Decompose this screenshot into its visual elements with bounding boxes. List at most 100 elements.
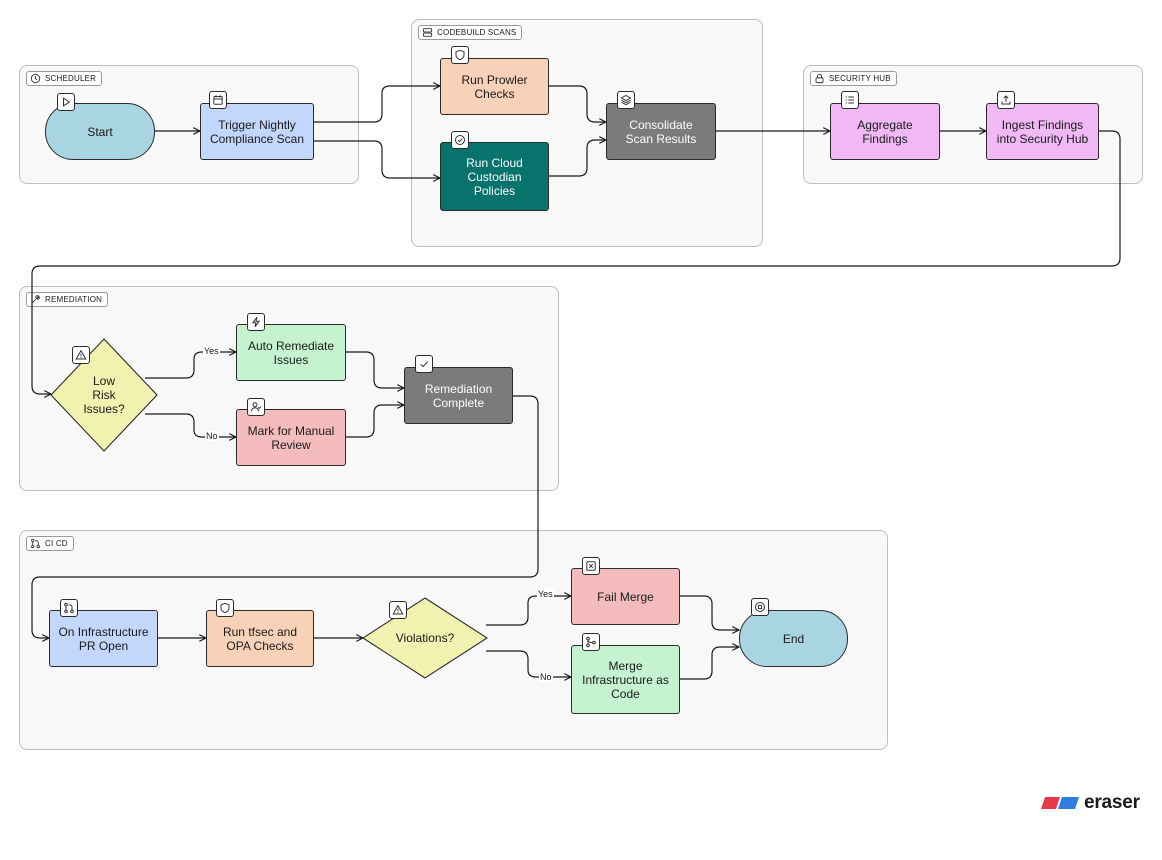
node-prowler-label: Run Prowler Checks (461, 72, 528, 101)
node-remediation-complete[interactable]: Remediation Complete (404, 367, 513, 424)
edge-label-violations-yes: Yes (537, 589, 554, 599)
low-risk-diamond (50, 338, 158, 452)
edge-trigger-custodian (314, 140, 440, 178)
edge-violations-merge (486, 650, 571, 677)
layers-icon (620, 94, 632, 106)
badge-start (57, 93, 75, 111)
edge-auto-complete (346, 351, 404, 388)
x-square-icon (586, 561, 596, 571)
badge-custodian (451, 131, 469, 149)
node-run-tfsec-opa[interactable]: Run tfsec and OPA Checks (206, 610, 314, 667)
clock-icon (30, 73, 41, 84)
edge-fail-end (680, 595, 739, 630)
node-pr-open[interactable]: On Infrastructure PR Open (49, 610, 158, 667)
node-violations[interactable]: Violations? (383, 626, 467, 650)
eraser-logo: eraser (1040, 792, 1140, 814)
node-ingest-label: Ingest Findings into Security Hub (996, 117, 1089, 146)
list-icon (845, 96, 854, 104)
group-title-remediation: REMEDIATION (45, 295, 103, 304)
node-run-prowler[interactable]: Run Prowler Checks (440, 58, 549, 115)
upload-icon (1001, 95, 1011, 105)
edge-ingest-lowrisk (31, 130, 1121, 394)
node-aggregate-findings[interactable]: Aggregate Findings (830, 103, 940, 160)
edge-label-violations-no: No (539, 672, 553, 682)
badge-ingest (997, 91, 1015, 109)
git-pull-request-icon (64, 602, 74, 614)
user-check-icon (251, 402, 262, 412)
node-merge-iac-label: Merge Infrastructure as Code (582, 658, 669, 701)
edge-label-low-risk-yes: Yes (203, 346, 220, 356)
node-low-risk-issues[interactable]: Low Risk Issues? (66, 370, 142, 420)
edge-prowler-consolidate (549, 85, 606, 122)
node-fail-merge[interactable]: Fail Merge (571, 568, 680, 625)
group-title-codebuild: CODEBUILD SCANS (437, 28, 517, 37)
node-consolidate-results[interactable]: Consolidate Scan Results (606, 103, 716, 160)
eraser-logo-mark (1041, 797, 1079, 809)
edge-label-low-risk-no: No (205, 431, 219, 441)
check-icon (420, 361, 428, 368)
badge-fail-merge (582, 557, 600, 575)
eraser-logo-text: eraser (1084, 792, 1140, 813)
shield-icon (455, 49, 465, 61)
git-pull-request-icon (31, 538, 40, 549)
node-violations-label: Violations? (395, 631, 455, 645)
badge-end (751, 598, 769, 616)
check-circle-icon (455, 135, 465, 145)
node-run-cloud-custodian[interactable]: Run Cloud Custodian Policies (440, 142, 549, 211)
edge-lowrisk-auto (145, 352, 236, 379)
node-end[interactable]: End (739, 610, 848, 667)
play-icon (63, 97, 71, 107)
lightning-icon (251, 316, 261, 328)
group-title-cicd: CI CD (45, 539, 68, 548)
group-label-cicd: CI CD (26, 536, 74, 551)
node-ingest-findings[interactable]: Ingest Findings into Security Hub (986, 103, 1099, 160)
edge-violations-fail (486, 596, 571, 626)
node-manual-review[interactable]: Mark for Manual Review (236, 409, 346, 466)
node-merge-iac[interactable]: Merge Infrastructure as Code (571, 645, 680, 714)
node-auto-remediate-label: Auto Remediate Issues (247, 338, 335, 367)
shield-icon (220, 602, 230, 614)
node-trigger-label: Trigger Nightly Compliance Scan (209, 117, 305, 146)
badge-low-risk (72, 346, 90, 364)
badge-aggregate (841, 91, 859, 109)
badge-manual-review (247, 398, 265, 416)
node-auto-remediate[interactable]: Auto Remediate Issues (236, 324, 346, 381)
node-start-label: Start (87, 124, 113, 139)
edge-manual-complete (346, 405, 404, 438)
node-pr-open-label: On Infrastructure PR Open (58, 624, 149, 653)
node-remediation-complete-label: Remediation Complete (424, 381, 493, 410)
node-manual-review-label: Mark for Manual Review (247, 423, 335, 452)
badge-merge-iac (582, 633, 600, 651)
badge-remediation-complete (415, 355, 433, 373)
badge-auto-remediate (247, 313, 265, 331)
badge-prowler (451, 46, 469, 64)
edge-trigger-prowler (314, 86, 440, 123)
badge-violations (389, 601, 407, 619)
badge-trigger (209, 91, 227, 109)
node-trigger-nightly-scan[interactable]: Trigger Nightly Compliance Scan (200, 103, 314, 160)
edge-lowrisk-manual (145, 413, 236, 437)
edge-complete-propen (31, 395, 539, 638)
node-start[interactable]: Start (45, 103, 155, 160)
git-merge-icon (586, 636, 596, 648)
badge-pr-open (60, 599, 78, 617)
edge-merge-end (680, 647, 739, 680)
stop-circle-icon (755, 602, 765, 612)
group-title-security-hub: SECURITY HUB (829, 74, 891, 83)
calendar-icon (213, 95, 223, 105)
warning-icon (75, 349, 87, 360)
edge-custodian-consolidate (549, 140, 606, 177)
node-custodian-label: Run Cloud Custodian Policies (466, 155, 523, 198)
group-label-security-hub: SECURITY HUB (810, 71, 897, 86)
lock-icon (815, 74, 824, 84)
node-end-label: End (782, 631, 805, 646)
group-label-codebuild: CODEBUILD SCANS (418, 25, 523, 40)
warning-icon (392, 604, 404, 615)
badge-consolidate (617, 91, 635, 109)
node-tfsec-label: Run tfsec and OPA Checks (222, 624, 298, 653)
node-aggregate-label: Aggregate Findings (857, 117, 913, 146)
node-fail-merge-label: Fail Merge (597, 589, 654, 604)
group-title-scheduler: SCHEDULER (45, 74, 97, 83)
server-icon (422, 28, 433, 37)
